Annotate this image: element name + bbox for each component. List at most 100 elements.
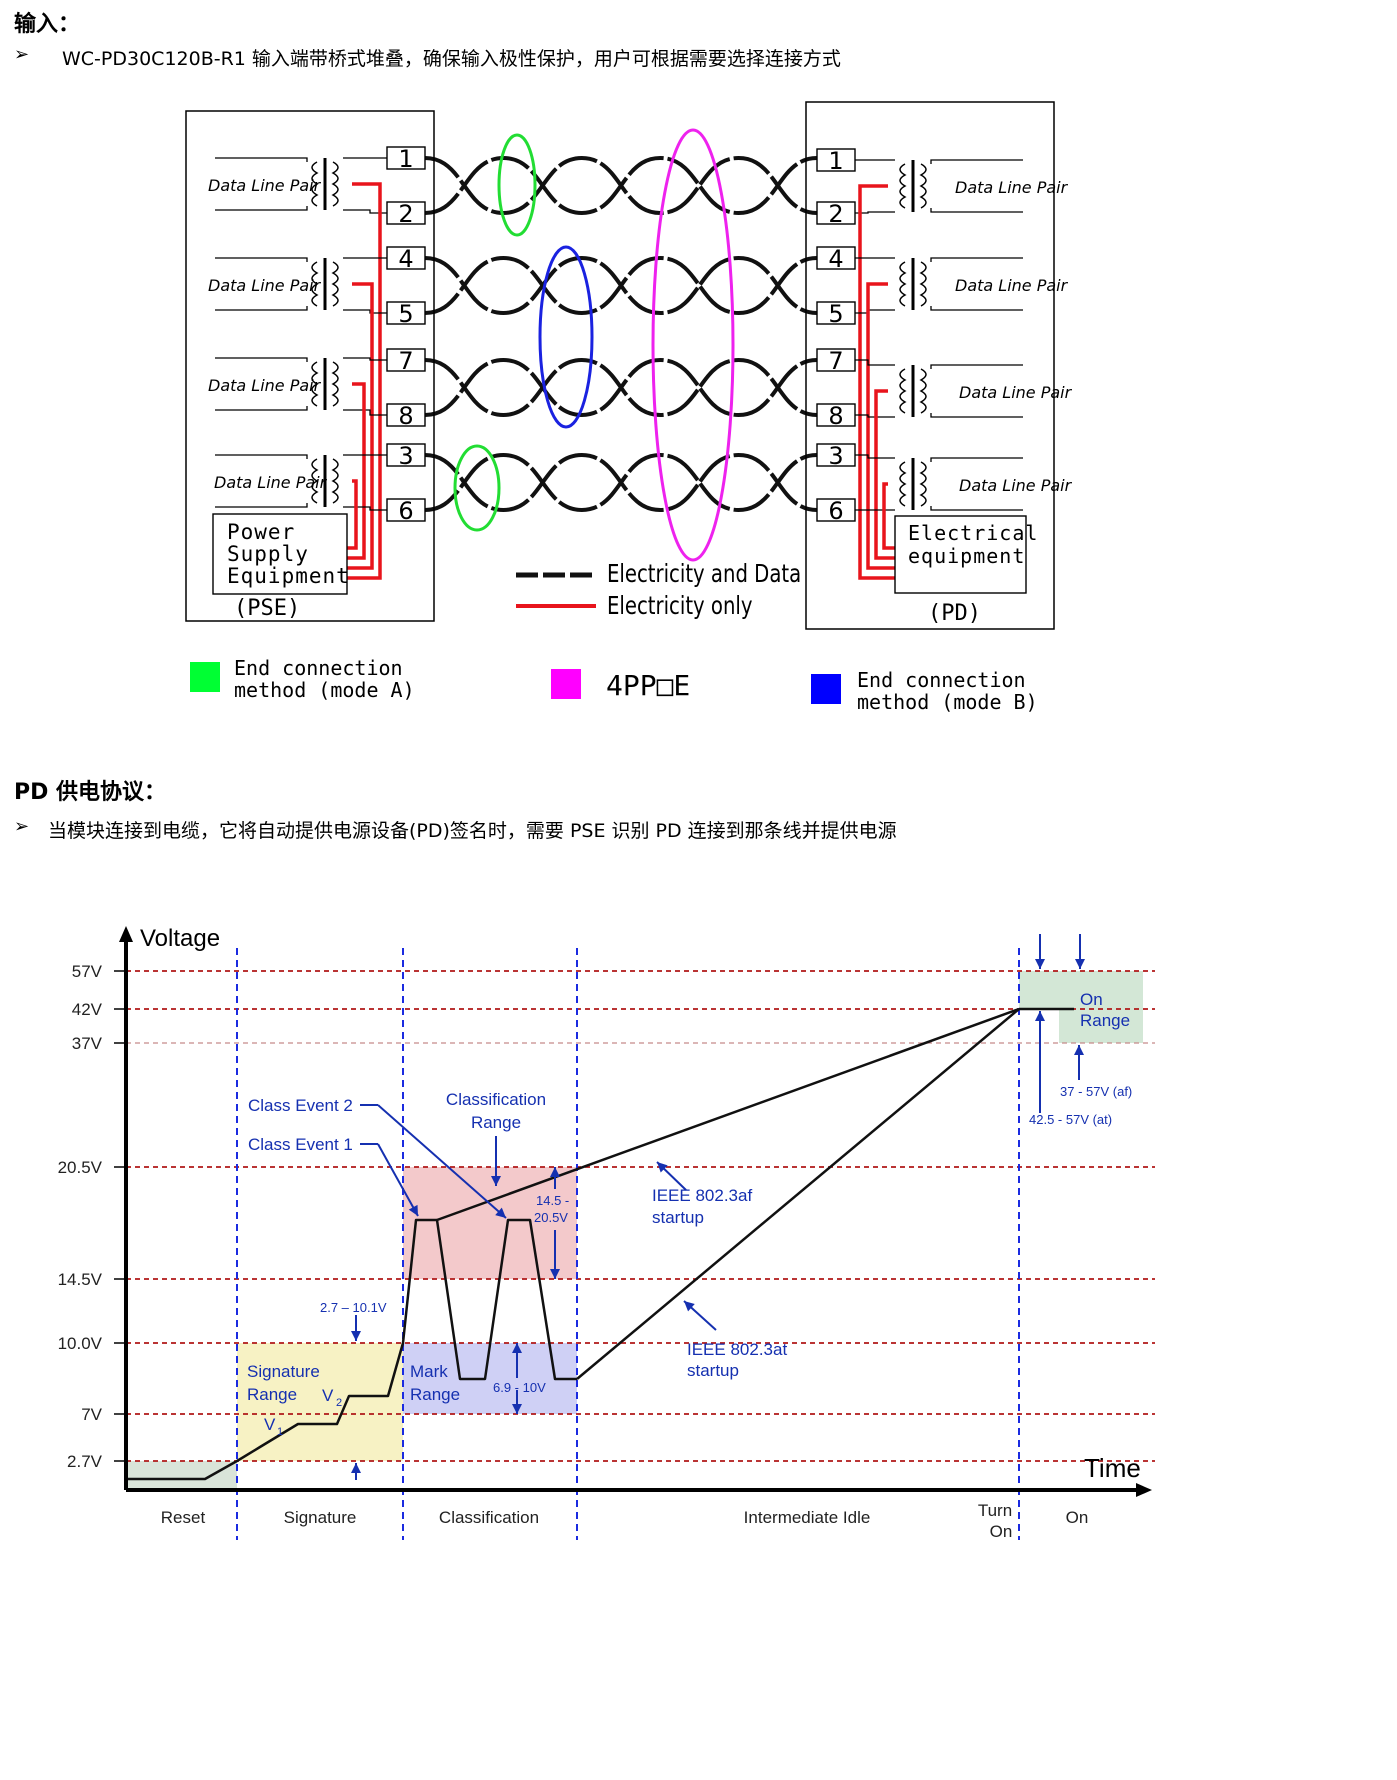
- data-line-pair-label: Data Line Pair: [208, 176, 322, 195]
- at-startup-line: [576, 1008, 1020, 1380]
- on-at-arrow-head: [1035, 1011, 1045, 1021]
- v1-label: V: [264, 1415, 276, 1434]
- right-pin-number: 1: [828, 147, 843, 175]
- classification-range-down-arrow-head: [550, 1269, 560, 1279]
- right-pin-lead: [855, 414, 895, 418]
- key-label: method (mode B): [857, 690, 1038, 714]
- legend-red-label: Electricity only: [607, 592, 753, 621]
- class-event-1-arrow: [377, 1143, 419, 1217]
- left-pin-number: 5: [398, 300, 413, 328]
- key-swatch: [551, 669, 581, 699]
- input-bullet-text: WC-PD30C120B-R1 输入端带桥式堆叠，确保输入极性保护，用户可根据需…: [62, 48, 841, 70]
- af-startup-line: [436, 1007, 1020, 1222]
- bullet-arrow-icon: ➢: [14, 816, 30, 837]
- classification-range-value: 20.5V: [534, 1210, 568, 1225]
- transformer-lead: [215, 157, 308, 162]
- on-af-arrow-head: [1074, 1045, 1084, 1055]
- on-at-value: 42.5 - 57V (at): [1029, 1112, 1112, 1127]
- pd-box: [894, 515, 1027, 594]
- phase-label: Turn: [978, 1501, 1012, 1520]
- key-label: 4PP□E: [606, 669, 690, 702]
- on-region: [1019, 971, 1143, 1009]
- left-center-tap-red: [347, 282, 374, 570]
- left-pin-number: 4: [398, 245, 413, 273]
- y-tick-label: 42V: [72, 1000, 103, 1019]
- x-axis-arrowhead: [1136, 1483, 1152, 1497]
- y-tick-label: 7V: [81, 1405, 102, 1424]
- at-startup-label: IEEE 802.3at: [687, 1340, 787, 1359]
- transformer-coil: [331, 361, 339, 407]
- transformer-lead: [930, 457, 1023, 462]
- data-line-pair-label: Data Line Pair: [959, 476, 1073, 495]
- left-center-tap-red: [347, 479, 358, 550]
- phase-label: Reset: [161, 1508, 206, 1527]
- key-label: method (mode A): [234, 678, 415, 702]
- transformer-lead: [930, 257, 1023, 262]
- twisted-pair-wire: [424, 155, 818, 216]
- signature-top-arrow-head: [351, 1331, 361, 1341]
- pse-outer-box: [185, 110, 435, 622]
- four-pair-poe-ellipse: [651, 128, 735, 562]
- signature-region: [237, 1343, 403, 1461]
- class-event-1-label: Class Event 1: [248, 1135, 353, 1154]
- on-top-arrow-1-head: [1035, 959, 1045, 969]
- twisted-pair-wire: [424, 255, 818, 316]
- pse-box-text: Power: [227, 520, 295, 544]
- transformer-lead: [930, 413, 1023, 418]
- data-line-pair-label: Data Line Pair: [959, 383, 1073, 402]
- transformer-coil: [919, 461, 927, 507]
- phase-label: On: [990, 1522, 1013, 1541]
- phase-label: On: [1066, 1508, 1089, 1527]
- key-label: End connection: [857, 668, 1026, 692]
- transformer-coil: [331, 161, 339, 207]
- transformer-coil: [899, 163, 907, 209]
- pse-box-text: Supply: [227, 542, 309, 566]
- legend-dashed-label: Electricity and Data: [607, 560, 801, 589]
- signature-range-label: Signature: [247, 1362, 320, 1381]
- on-range-label: Range: [1080, 1011, 1130, 1030]
- left-pin-number: 1: [398, 145, 413, 173]
- transformer-coil: [919, 163, 927, 209]
- reset-region: [128, 1461, 237, 1489]
- v2-label: V: [322, 1386, 334, 1405]
- key-swatch: [811, 674, 841, 704]
- right-center-tap-red: [858, 184, 895, 580]
- left-pin-number: 7: [398, 347, 413, 375]
- pd-bullet-text: 当模块连接到电缆，它将自动提供电源设备(PD)签名时，需要 PSE 识别 PD …: [48, 820, 897, 842]
- pd-box-text: Electrical: [908, 521, 1038, 545]
- data-line-pair-label: Data Line Pair: [208, 276, 322, 295]
- data-line-pair-label: Data Line Pair: [955, 276, 1069, 295]
- pd-heading: PD 供电协议：: [14, 780, 167, 805]
- mark-range-up-arrow-head: [512, 1343, 522, 1353]
- signature-range-label: Range: [247, 1385, 297, 1404]
- on-top-arrow-2-head: [1075, 959, 1085, 969]
- y-tick-label: 57V: [72, 962, 103, 981]
- left-pin-number: 2: [398, 200, 413, 228]
- key-label: End connection: [234, 656, 403, 680]
- pd-bullet: ➢ 当模块连接到电缆，它将自动提供电源设备(PD)签名时，需要 PSE 识别 P…: [14, 816, 1114, 842]
- right-pin-number: 7: [828, 347, 843, 375]
- x-axis-label: Time: [1084, 1453, 1141, 1483]
- class-event-2-label: Class Event 2: [248, 1096, 353, 1115]
- left-pin-lead: [343, 357, 387, 361]
- right-pin-number: 8: [828, 402, 843, 430]
- transformer-lead: [215, 454, 308, 459]
- transformer-lead: [215, 206, 308, 211]
- mark-range-value: 6.9 - 10V: [493, 1380, 546, 1395]
- phase-label: Signature: [284, 1508, 357, 1527]
- classification-range-label: Classification: [446, 1090, 546, 1109]
- at-startup-arrow-head: [684, 1301, 695, 1312]
- classification-range-value: 14.5 -: [536, 1193, 569, 1208]
- transformer-lead: [930, 208, 1023, 213]
- class-event-2-arrow: [377, 1104, 507, 1219]
- signature-bottom-arrow-head: [351, 1463, 361, 1473]
- classification-range-up-arrow-head: [550, 1167, 560, 1177]
- right-pin-number: 4: [828, 245, 843, 273]
- mode-b-ellipse: [538, 245, 594, 429]
- input-heading: 输入：: [14, 12, 81, 37]
- y-axis-label: Voltage: [140, 925, 220, 952]
- mode-a-ellipse: [453, 444, 501, 532]
- transformer-coil: [899, 368, 907, 414]
